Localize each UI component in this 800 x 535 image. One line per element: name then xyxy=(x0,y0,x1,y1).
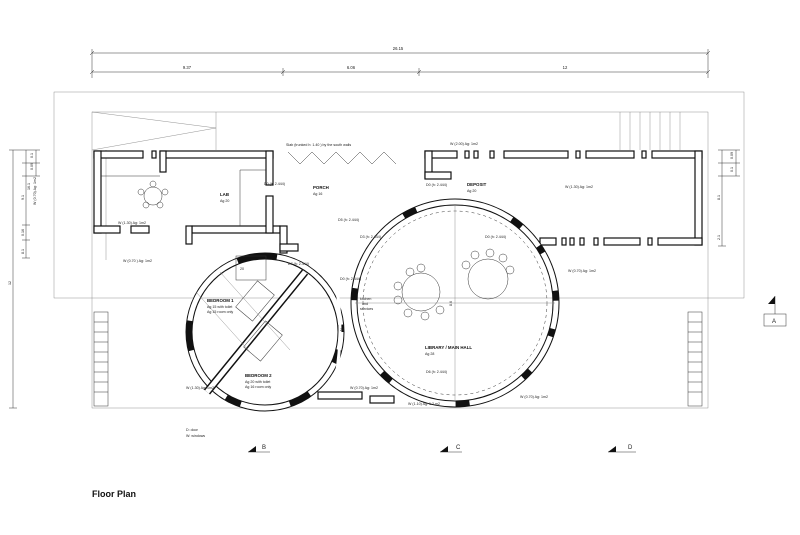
porch-note: Slab (trunked h: 1.40 ) by the south wal… xyxy=(286,143,351,147)
porch-door-note-a: D5 (h: 2.444) xyxy=(338,218,359,222)
bedroom-1-line-1: Ag 15 with toilet xyxy=(207,305,232,309)
section-marker-b xyxy=(248,446,270,453)
corridor-door-note: D0 (h: 2.444) xyxy=(340,277,361,281)
deposit-window-note: W (2.00) Ag: 1m2 xyxy=(450,142,478,146)
bedroom-window-note-b: W (0.70) Ag: 1m2 xyxy=(350,386,378,390)
room-name-deposit: DEPOSIT xyxy=(467,182,487,187)
room-name-bedroom-2: BEDROOM 2 xyxy=(245,373,272,378)
room-number-24: 24 xyxy=(340,328,344,332)
room-name-library: LIBRARY / MAIN HALL xyxy=(425,345,472,350)
right-dim-2: 0.1 xyxy=(730,167,734,172)
deposit-side-window-note: W (1.30) Ag: 1m2 xyxy=(565,185,593,189)
section-marker-c xyxy=(440,446,462,453)
deposit-door-note: D0 (h: 2.444) xyxy=(426,183,447,187)
right-dim-1: 0.09 xyxy=(730,152,734,159)
right-dim-4: 2.1 xyxy=(717,235,721,240)
deposit-walls xyxy=(424,150,703,246)
legend-door: D: door xyxy=(186,428,199,432)
dimension-segment-1: 9.37 xyxy=(183,65,192,70)
left-dim-6: 16.1 xyxy=(27,183,31,190)
section-marker-a xyxy=(763,296,787,327)
lab-bottom-window-note: W (0.70 ) Ag: 1m2 xyxy=(123,259,152,263)
section-label-d: D xyxy=(628,445,633,451)
bedroom-2-line-1: Ag 20 with toilet xyxy=(245,380,270,384)
left-dim-3: 9.1 xyxy=(21,195,25,200)
lab-counter-lines xyxy=(101,169,266,226)
bedroom-furniture xyxy=(195,255,291,362)
lab-walls xyxy=(93,150,299,254)
library-tables xyxy=(393,248,515,321)
lab-door-note: D0 (h: 2.444) xyxy=(264,182,285,186)
section-marker-d xyxy=(608,446,636,453)
room-area-porch: Ag 16 xyxy=(313,192,322,196)
dimension-segment-2: 6.06 xyxy=(347,65,356,70)
porch-door-note-b: D3 (h: 2.444) xyxy=(360,235,381,239)
dimension-segment-3: 12 xyxy=(563,65,568,70)
bedroom-window-note-a: W (1.30) Ag: 1m2 xyxy=(186,386,214,390)
room-name-porch: PORCH xyxy=(313,185,329,190)
section-label-a: A xyxy=(772,319,776,325)
left-stairs xyxy=(93,311,109,407)
room-name-lab: LAB xyxy=(220,192,229,197)
library-hall-walls xyxy=(350,198,560,408)
hall-door-note: D6 (h: 2.444) xyxy=(426,370,447,374)
left-window-note: W (0.70) Ag: 1m2 xyxy=(33,177,37,205)
right-dim-3: 8.1 xyxy=(717,195,721,200)
left-dim-2: 0.09 xyxy=(30,163,34,170)
bedroom-1-line-2: Ag 15 room only xyxy=(207,310,233,314)
right-stairs xyxy=(687,311,703,407)
room-area-library: Ag 28 xyxy=(425,352,434,356)
legend-windows: W: windows xyxy=(186,434,205,438)
kitchen-label-1: kitchen xyxy=(360,297,371,301)
library-door-note-a: D0 (h: 2.444) xyxy=(485,235,506,239)
room-area-deposit: Ag 20 xyxy=(467,189,476,193)
section-label-c: C xyxy=(456,445,461,451)
porch-zigzag-wall xyxy=(287,151,397,165)
room-area-lab: Ag 20 xyxy=(220,199,229,203)
section-label-b: B xyxy=(262,445,266,451)
room-name-bedroom-1: BEDROOM 1 xyxy=(207,298,234,303)
kitchen-label-3: services xyxy=(360,307,373,311)
library-side-window-note: W (0.70) Ag: 1m2 xyxy=(568,269,596,273)
left-dim-1: 0.1 xyxy=(30,153,34,158)
drawing-title: Floor Plan xyxy=(92,489,137,499)
left-dim-5: 8.1 xyxy=(21,249,25,254)
lab-sink-fixture xyxy=(137,180,169,209)
roof-outline xyxy=(53,91,745,409)
bedroom-2-line-2: Ag 16 room only xyxy=(245,385,271,389)
bottom-window-note: W (1.10) Ag: 1.2 m2 xyxy=(408,402,440,406)
left-dim-4: 0.16 xyxy=(21,229,25,236)
corridor-walls xyxy=(317,283,395,404)
overall-dimension: 26.15 xyxy=(393,46,404,51)
lab-window-note: W (1.30) Ag: 1m2 xyxy=(118,221,146,225)
kitchen-label-2: and xyxy=(362,302,368,306)
top-dimension-lines xyxy=(89,49,711,78)
library-width: 8.6 xyxy=(449,301,453,306)
left-dim-total: 12 xyxy=(8,281,12,285)
room-number-20: 20 xyxy=(240,267,244,271)
right-dimension-lines xyxy=(718,149,740,247)
bedroom-door-note: D7 (h: 2.444) xyxy=(288,262,309,266)
left-dimension-lines xyxy=(9,149,40,409)
library-bottom-window-note: W (0.70) Ag: 1m2 xyxy=(520,395,548,399)
